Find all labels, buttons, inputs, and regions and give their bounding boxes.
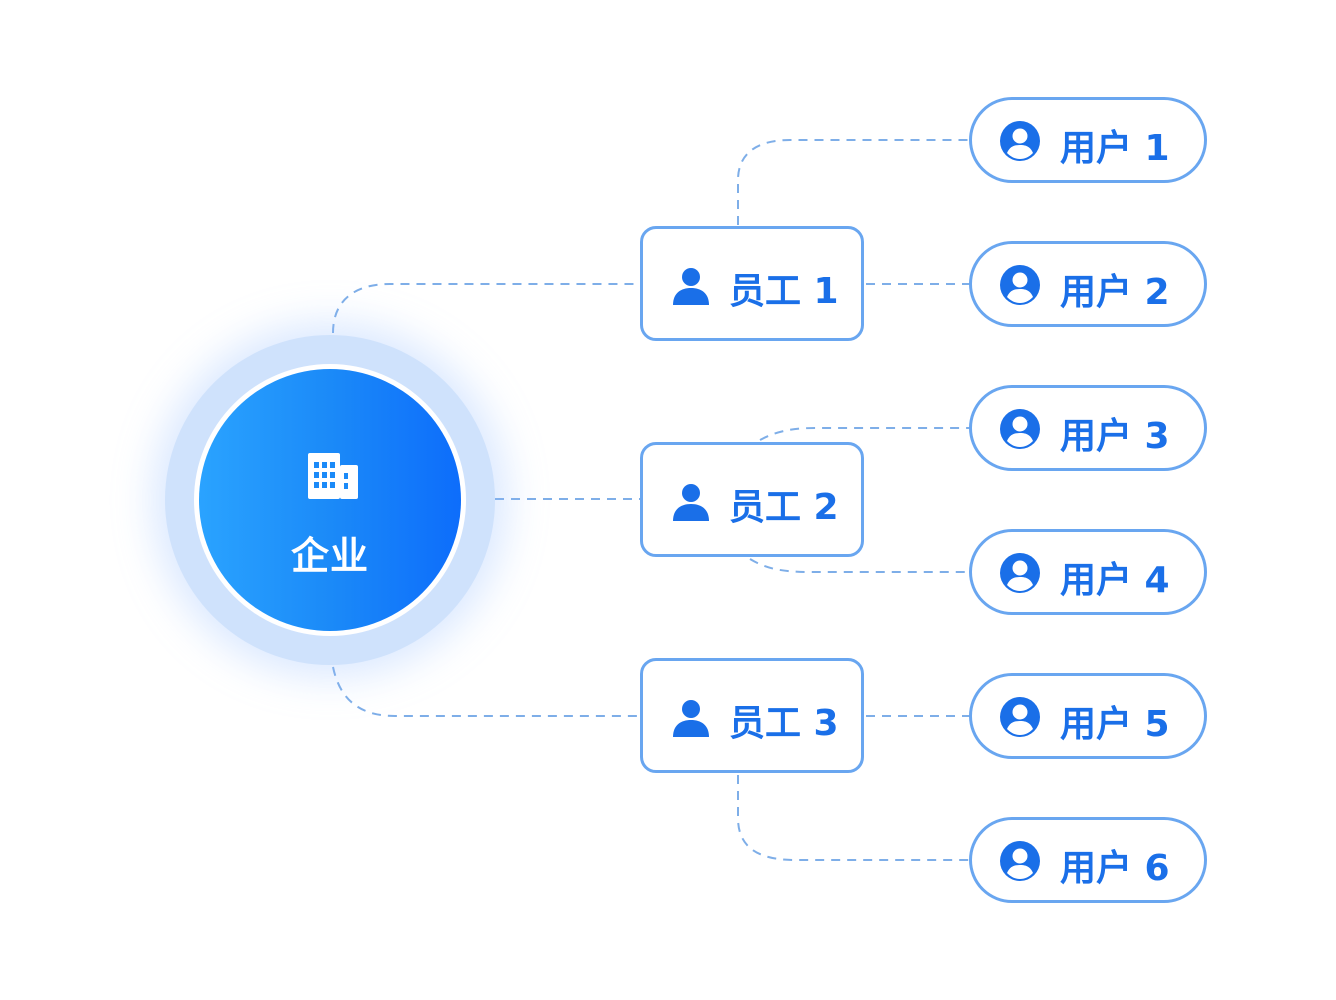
user-node-6[interactable]: 用户 6: [969, 817, 1207, 903]
user-circle-icon: [1000, 265, 1040, 305]
employee-label: 员工 2: [729, 487, 839, 528]
user-circle-icon: [1000, 697, 1040, 737]
user-label: 用户 1: [1060, 128, 1170, 169]
center-node-circle: 企业: [199, 369, 461, 631]
user-node-2[interactable]: 用户 2: [969, 241, 1207, 327]
user-circle-icon: [1000, 121, 1040, 161]
building-icon: [308, 453, 358, 499]
employee-node-3[interactable]: 员工 3: [640, 658, 864, 773]
user-circle-icon: [1000, 553, 1040, 593]
connector-center-employee-1: [332, 283, 640, 334]
user-label: 用户 3: [1060, 416, 1170, 457]
connector-employee-1-user-1: [737, 139, 970, 225]
connector-center-employee-3: [332, 666, 640, 717]
user-label: 用户 4: [1060, 560, 1170, 601]
employee-label: 员工 1: [729, 271, 839, 312]
employee-node-2[interactable]: 员工 2: [640, 442, 864, 557]
user-circle-icon: [1000, 841, 1040, 881]
user-label: 用户 2: [1060, 272, 1170, 313]
user-node-5[interactable]: 用户 5: [969, 673, 1207, 759]
employee-label: 员工 3: [729, 703, 839, 744]
center-label: 企业: [290, 534, 369, 578]
user-node-4[interactable]: 用户 4: [969, 529, 1207, 615]
connector-employee-2-user-4: [749, 558, 970, 573]
employee-node-1[interactable]: 员工 1: [640, 226, 864, 341]
center-node[interactable]: 企业: [194, 364, 466, 636]
user-label: 用户 6: [1060, 848, 1170, 889]
connector-employee-3-user-6: [737, 775, 970, 861]
user-label: 用户 5: [1060, 704, 1170, 745]
user-node-1[interactable]: 用户 1: [969, 97, 1207, 183]
person-icon: [673, 700, 709, 737]
person-icon: [673, 268, 709, 305]
person-icon: [673, 484, 709, 521]
connector-employee-2-user-3: [759, 427, 970, 441]
user-circle-icon: [1000, 409, 1040, 449]
user-node-3[interactable]: 用户 3: [969, 385, 1207, 471]
